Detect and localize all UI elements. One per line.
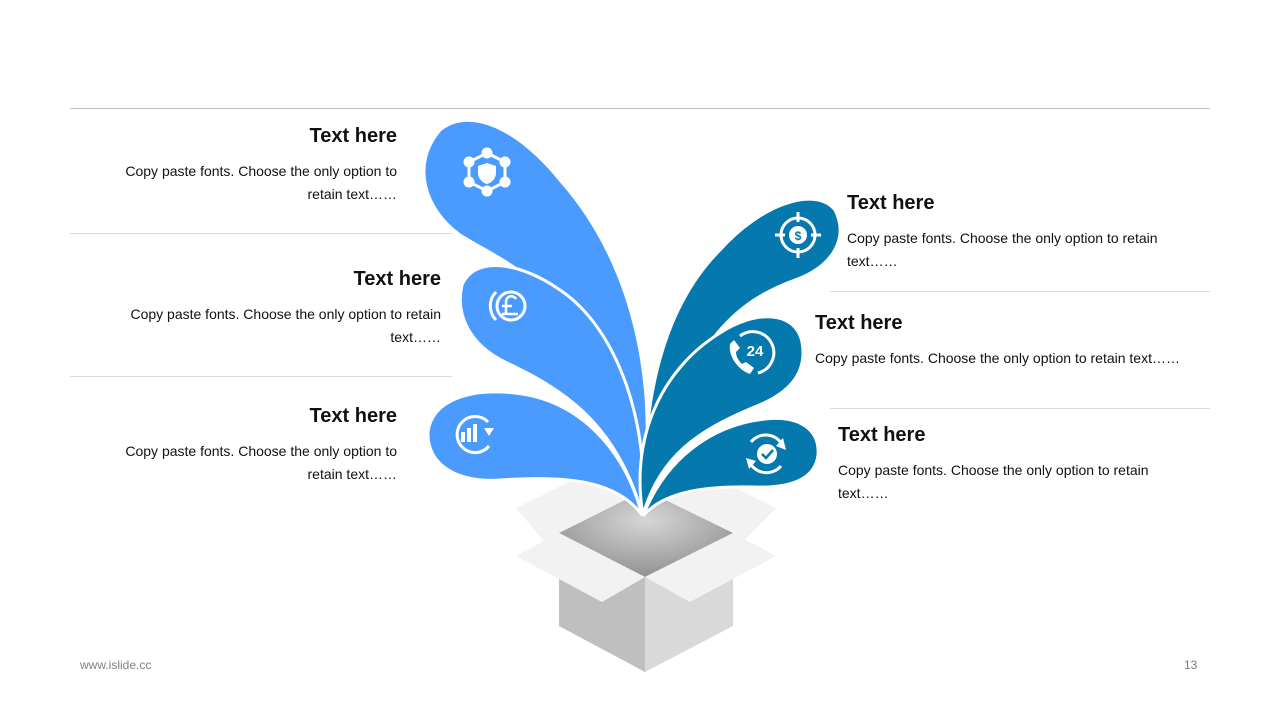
block-description: Copy paste fonts. Choose the only option…	[815, 350, 1180, 366]
divider-right-1	[830, 291, 1210, 292]
petal-left-3	[426, 390, 644, 516]
block-title: Text here	[847, 192, 935, 214]
page-number: 13	[1184, 658, 1198, 672]
footer-website: www.islide.cc	[80, 658, 152, 672]
block-description: Copy paste fonts. Choose the only option…	[125, 163, 397, 202]
divider-left-1	[70, 233, 452, 234]
petal-right-3	[641, 416, 820, 517]
block-title: Text here	[838, 424, 926, 446]
svg-text:$: $	[795, 229, 802, 243]
petal-right-2	[638, 315, 805, 516]
block-description: Copy paste fonts. Choose the only option…	[125, 443, 397, 482]
top-divider	[70, 108, 1210, 109]
dollar-target-icon: $	[775, 212, 821, 258]
petal-left-2	[458, 264, 645, 514]
text-block-right-3: Text here Copy paste fonts. Choose the o…	[838, 423, 1178, 505]
text-block-left-3: Text here Copy paste fonts. Choose the o…	[100, 404, 397, 486]
block-title: Text here	[815, 312, 903, 334]
block-title: Text here	[353, 268, 441, 290]
petal-right-1	[643, 197, 842, 514]
block-description: Copy paste fonts. Choose the only option…	[130, 306, 441, 345]
bar-chart-refresh-icon	[455, 415, 494, 454]
text-block-left-2: Text here Copy paste fonts. Choose the o…	[100, 267, 441, 349]
text-block-left-1: Text here Copy paste fonts. Choose the o…	[100, 124, 397, 206]
divider-left-2	[70, 376, 452, 377]
svg-text:24: 24	[747, 343, 764, 360]
block-description: Copy paste fonts. Choose the only option…	[847, 230, 1158, 269]
block-description: Copy paste fonts. Choose the only option…	[838, 462, 1149, 501]
block-title: Text here	[309, 125, 397, 147]
gear-check-icon	[746, 433, 786, 475]
block-title: Text here	[309, 405, 397, 427]
shield-network-icon	[463, 147, 511, 197]
divider-right-2	[830, 408, 1210, 409]
phone-24-icon: 24	[729, 330, 776, 375]
pound-coin-icon	[488, 290, 527, 322]
text-block-right-2: Text here Copy paste fonts. Choose the o…	[815, 311, 1210, 370]
text-block-right-1: Text here Copy paste fonts. Choose the o…	[847, 191, 1187, 273]
